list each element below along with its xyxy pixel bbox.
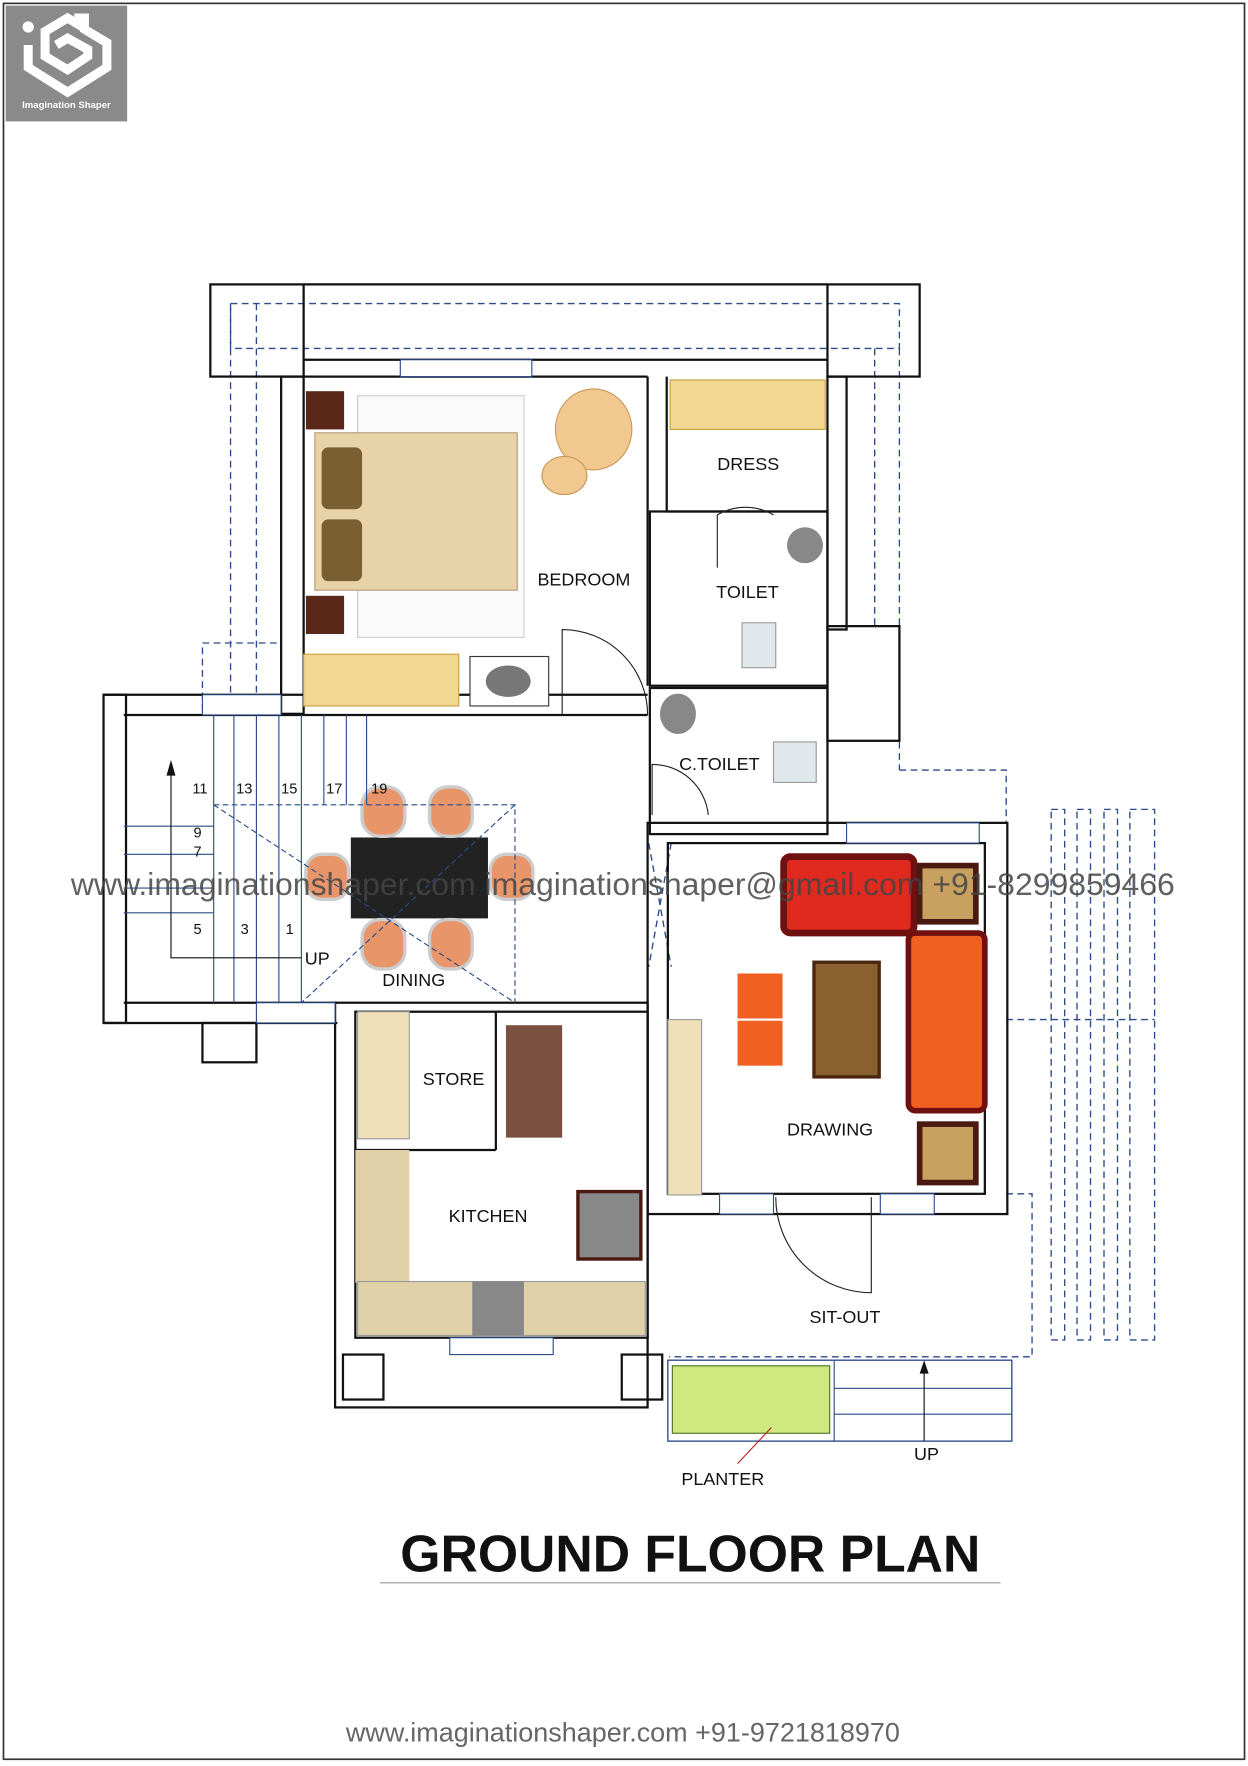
plan-text: 19 [371, 782, 387, 798]
footer-contact: www.imaginationshaper.com +91-9721818970 [345, 1717, 900, 1747]
plan-text: 17 [326, 782, 342, 798]
armchair [554, 388, 633, 471]
label-kitchen: KITCHEN [449, 1206, 528, 1226]
label-sit-out: SIT-OUT [809, 1307, 880, 1327]
plan-text: 13 [236, 782, 252, 798]
entry-up-label: UP [914, 1444, 939, 1464]
label-planter: PLANTER [681, 1469, 764, 1489]
coffee-table [812, 960, 881, 1079]
doors [561, 506, 872, 1294]
label-drawing: DRAWING [787, 1119, 873, 1139]
watermark: www.imaginationshaper.com imaginationsha… [70, 867, 1175, 902]
plan-text: 7 [193, 845, 201, 861]
staircase [123, 714, 516, 1004]
label-dining: DINING [382, 970, 445, 990]
plan-text: 1 [286, 922, 294, 938]
label-store: STORE [423, 1069, 485, 1089]
windows [201, 359, 980, 1356]
house-bulb-logo-icon [23, 12, 112, 98]
plan-text: 11 [192, 782, 207, 798]
plan-text: 3 [241, 922, 249, 938]
logo-text: Imagination Shaper [22, 100, 111, 111]
plan-text: 9 [193, 825, 201, 841]
tv-unit [667, 1019, 703, 1196]
sofa-three-seater [905, 930, 988, 1114]
stair-up-label: UP [305, 948, 330, 968]
dress-wardrobe [669, 379, 826, 430]
sofa-two-seater [780, 853, 918, 937]
stair-numbers: 11 13 15 17 19 9 7 5 3 1 UP [192, 782, 387, 969]
bedroom-wardrobe [303, 653, 460, 707]
logo: Imagination Shaper [5, 5, 128, 122]
planter-bed [671, 1365, 831, 1434]
plan-text: 5 [193, 922, 201, 938]
label-toilet: TOILET [716, 582, 779, 602]
plan-text: 15 [281, 782, 297, 798]
furniture [303, 379, 988, 1464]
room-labels: BEDROOM DRESS TOILET C.TOILET DINING STO… [382, 454, 939, 1489]
label-bedroom: BEDROOM [537, 570, 630, 590]
label-dress: DRESS [717, 454, 779, 474]
plan-title: GROUND FLOOR PLAN [400, 1525, 980, 1583]
label-c-toilet: C.TOILET [679, 754, 760, 774]
